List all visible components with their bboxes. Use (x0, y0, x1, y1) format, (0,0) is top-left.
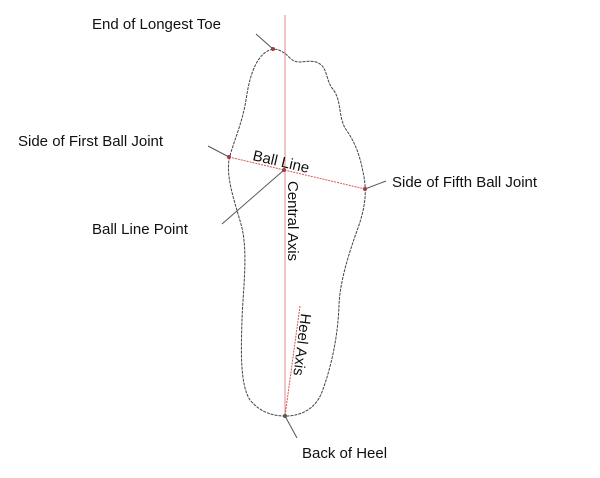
label-ball-line-point: Ball Line Point (92, 221, 189, 238)
label-central-axis: Central Axis (284, 181, 301, 261)
label-toe: End of Longest Toe (92, 16, 221, 33)
toe-point (271, 47, 275, 51)
leader-lines (207, 33, 387, 439)
heel-axis-line (284, 305, 301, 417)
landmark-points (227, 47, 367, 418)
heel-point (283, 414, 287, 418)
ball-line-point (282, 168, 286, 172)
label-heel-axis: Heel Axis (289, 313, 313, 377)
label-fifth-ball: Side of Fifth Ball Joint (392, 174, 538, 191)
label-heel: Back of Heel (302, 445, 387, 462)
ball-line (228, 156, 366, 190)
foot-outline (227, 48, 366, 417)
label-first-ball: Side of First Ball Joint (18, 133, 164, 150)
fifth-ball-point (363, 187, 367, 191)
first-ball-point (227, 155, 231, 159)
